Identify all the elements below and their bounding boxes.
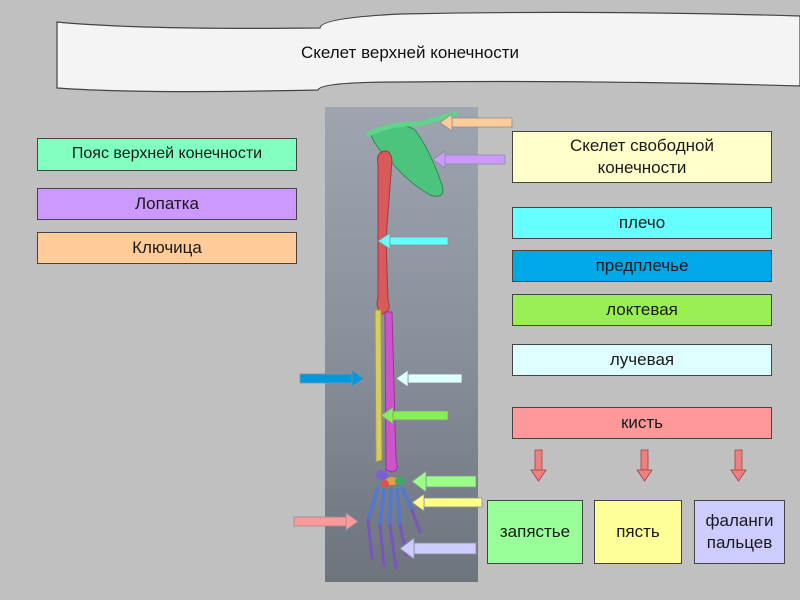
carpus-arrow-icon [411,470,477,493]
metacarpus-arrow-icon [411,493,483,512]
hand-label: кисть [512,407,772,439]
clavicle-text: Ключица [132,237,202,257]
humerus-label: плечо [512,207,772,239]
shoulder-girdle-label: Пояс верхней конечности [37,138,297,171]
forearm-arrow-icon [299,369,365,388]
scapula-text: Лопатка [135,193,199,213]
free-limb-label: Скелет свободной конечности [512,131,772,183]
scapula-label: Лопатка [37,188,297,220]
free-limb-text: Скелет свободной конечности [570,135,714,177]
ulna-arrow-icon [380,406,449,425]
forearm-label: предплечье [512,250,772,282]
carpus-text: запястье [499,521,571,541]
radius-arrow-icon [395,369,463,388]
clavicle-bone [365,111,458,137]
ulna-text: локтевая [606,299,678,319]
radius-label: лучевая [512,344,772,376]
metacarpus-label: пясть [594,500,682,564]
radius-text: лучевая [609,349,675,369]
phalanges-text: фаланги пальцев [705,510,774,552]
humerus-text: плечо [618,212,666,232]
shoulder-girdle-text: Пояс верхней конечности [71,145,263,163]
hand-arrow-icon [293,512,359,531]
radius-bone [384,311,398,473]
page-title: Скелет верхней конечности [300,43,520,62]
humerus-arrow-icon [377,232,449,250]
ulna-label: локтевая [512,294,772,326]
down-arrow-carpus-icon [530,449,547,482]
metacarpus-text: пясть [616,521,660,541]
title-banner [56,11,800,93]
down-arrow-metacarpus-icon [636,449,653,482]
scapula-arrow-icon [432,150,506,169]
forearm-text: предплечье [595,255,689,275]
clavicle-label: Ключица [37,232,297,264]
ulna-bone [374,309,383,463]
down-arrow-phalanges-icon [730,449,747,482]
phalanges-label: фаланги пальцев [694,500,785,564]
clavicle-arrow-icon [439,113,513,132]
phalanges-arrow-icon [399,537,477,560]
carpus-label: запястье [487,500,583,564]
hand-text: кисть [620,412,664,432]
humerus-bone [376,150,393,315]
carpal-bones [376,470,405,488]
